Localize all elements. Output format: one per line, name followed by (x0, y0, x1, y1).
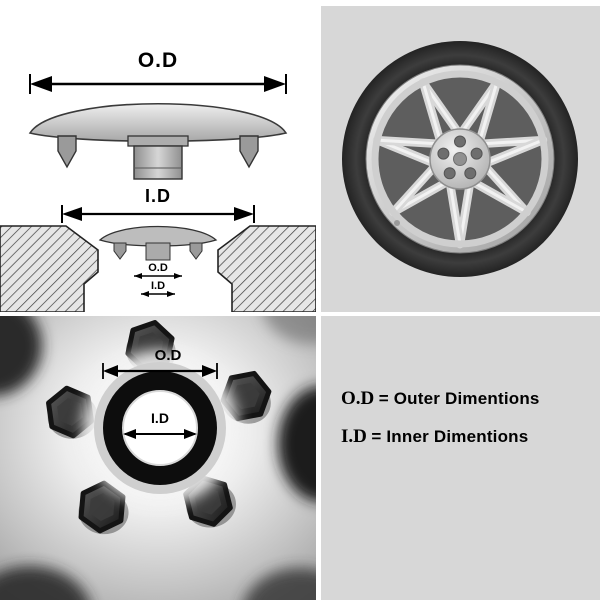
hub-closeup-image: O.D I.D (0, 316, 316, 600)
legend-od-text: = Outer Dimentions (378, 389, 540, 408)
hub-closeup-panel: O.D I.D (0, 316, 316, 600)
legend-text-block: O.D = Outer Dimentions I.D = Inner Dimen… (321, 316, 600, 448)
wheel-hub (429, 128, 491, 190)
hub-id-label: I.D (151, 410, 169, 426)
section-id-label: I.D (151, 280, 165, 292)
legend-line-od: O.D = Outer Dimentions (341, 388, 600, 410)
centercap-dimension-diagram-panel: O.D I.D (0, 0, 316, 312)
id-dimension-arrow (61, 205, 255, 223)
rim-outer-ring (371, 70, 549, 248)
legend-line-id: I.D = Inner Dimentions (341, 426, 600, 448)
hub-od-label: O.D (155, 347, 182, 364)
centercap-profile (28, 102, 288, 180)
od-label: O.D (138, 49, 178, 72)
section-od-arrow (134, 273, 182, 279)
legend-panel: O.D = Outer Dimentions I.D = Inner Dimen… (321, 316, 600, 600)
wheel-photo-panel (321, 6, 600, 312)
valve-stem (394, 220, 400, 226)
centercap-diagram: O.D I.D (0, 49, 316, 312)
od-dimension-arrow (29, 74, 287, 94)
center-bore (82, 350, 238, 506)
legend-od-abbr: O.D (341, 388, 375, 409)
seated-centercap (98, 225, 218, 261)
id-label: I.D (145, 186, 171, 206)
wheel-cross-section: O.D I.D (0, 225, 316, 312)
hub-od-arrow (102, 363, 218, 379)
legend-id-text: = Inner Dimentions (371, 427, 529, 446)
spoke-window-shadows (0, 316, 316, 600)
section-od-label: O.D (148, 262, 168, 274)
legend-id-abbr: I.D (341, 426, 367, 447)
section-id-arrow (141, 291, 175, 297)
alloy-wheel-image (342, 41, 578, 277)
rim-spokes (372, 78, 548, 249)
hub-id-arrow (123, 429, 197, 439)
